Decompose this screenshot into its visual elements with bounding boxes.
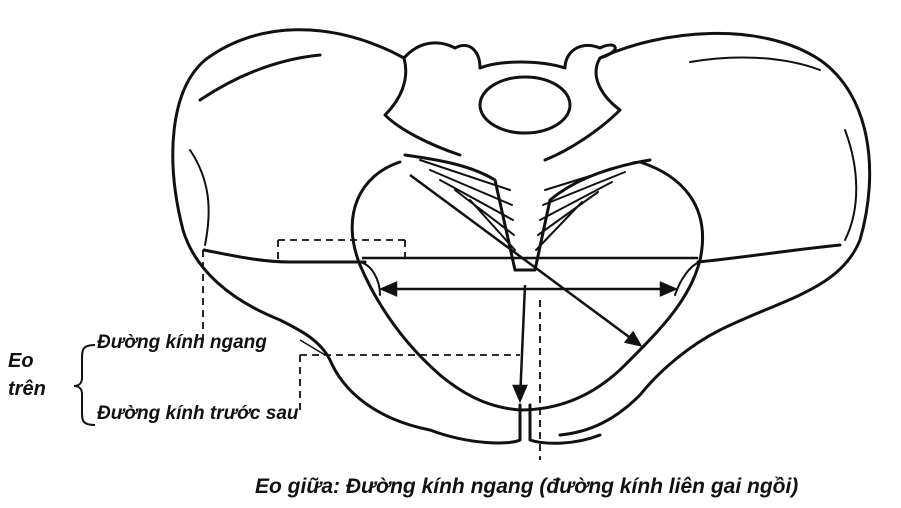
mid-pelvis-caption: Eo giữa: Đường kính ngang (đường kính li… [255, 475, 798, 499]
inlet-label-line1: Eo [8, 350, 34, 373]
pelvic-inlet-ring [352, 162, 702, 410]
inlet-label-line2: trên [8, 378, 46, 401]
ap-diameter-label: Đường kính trước sau [97, 403, 299, 425]
transverse-diameter-label: Đường kính ngang [97, 332, 267, 354]
left-iliac-wing [173, 30, 430, 430]
right-iliac-wing [560, 33, 870, 435]
inlet-brace [74, 345, 95, 425]
sacral-promontory [480, 77, 570, 133]
sacrum [404, 43, 620, 160]
